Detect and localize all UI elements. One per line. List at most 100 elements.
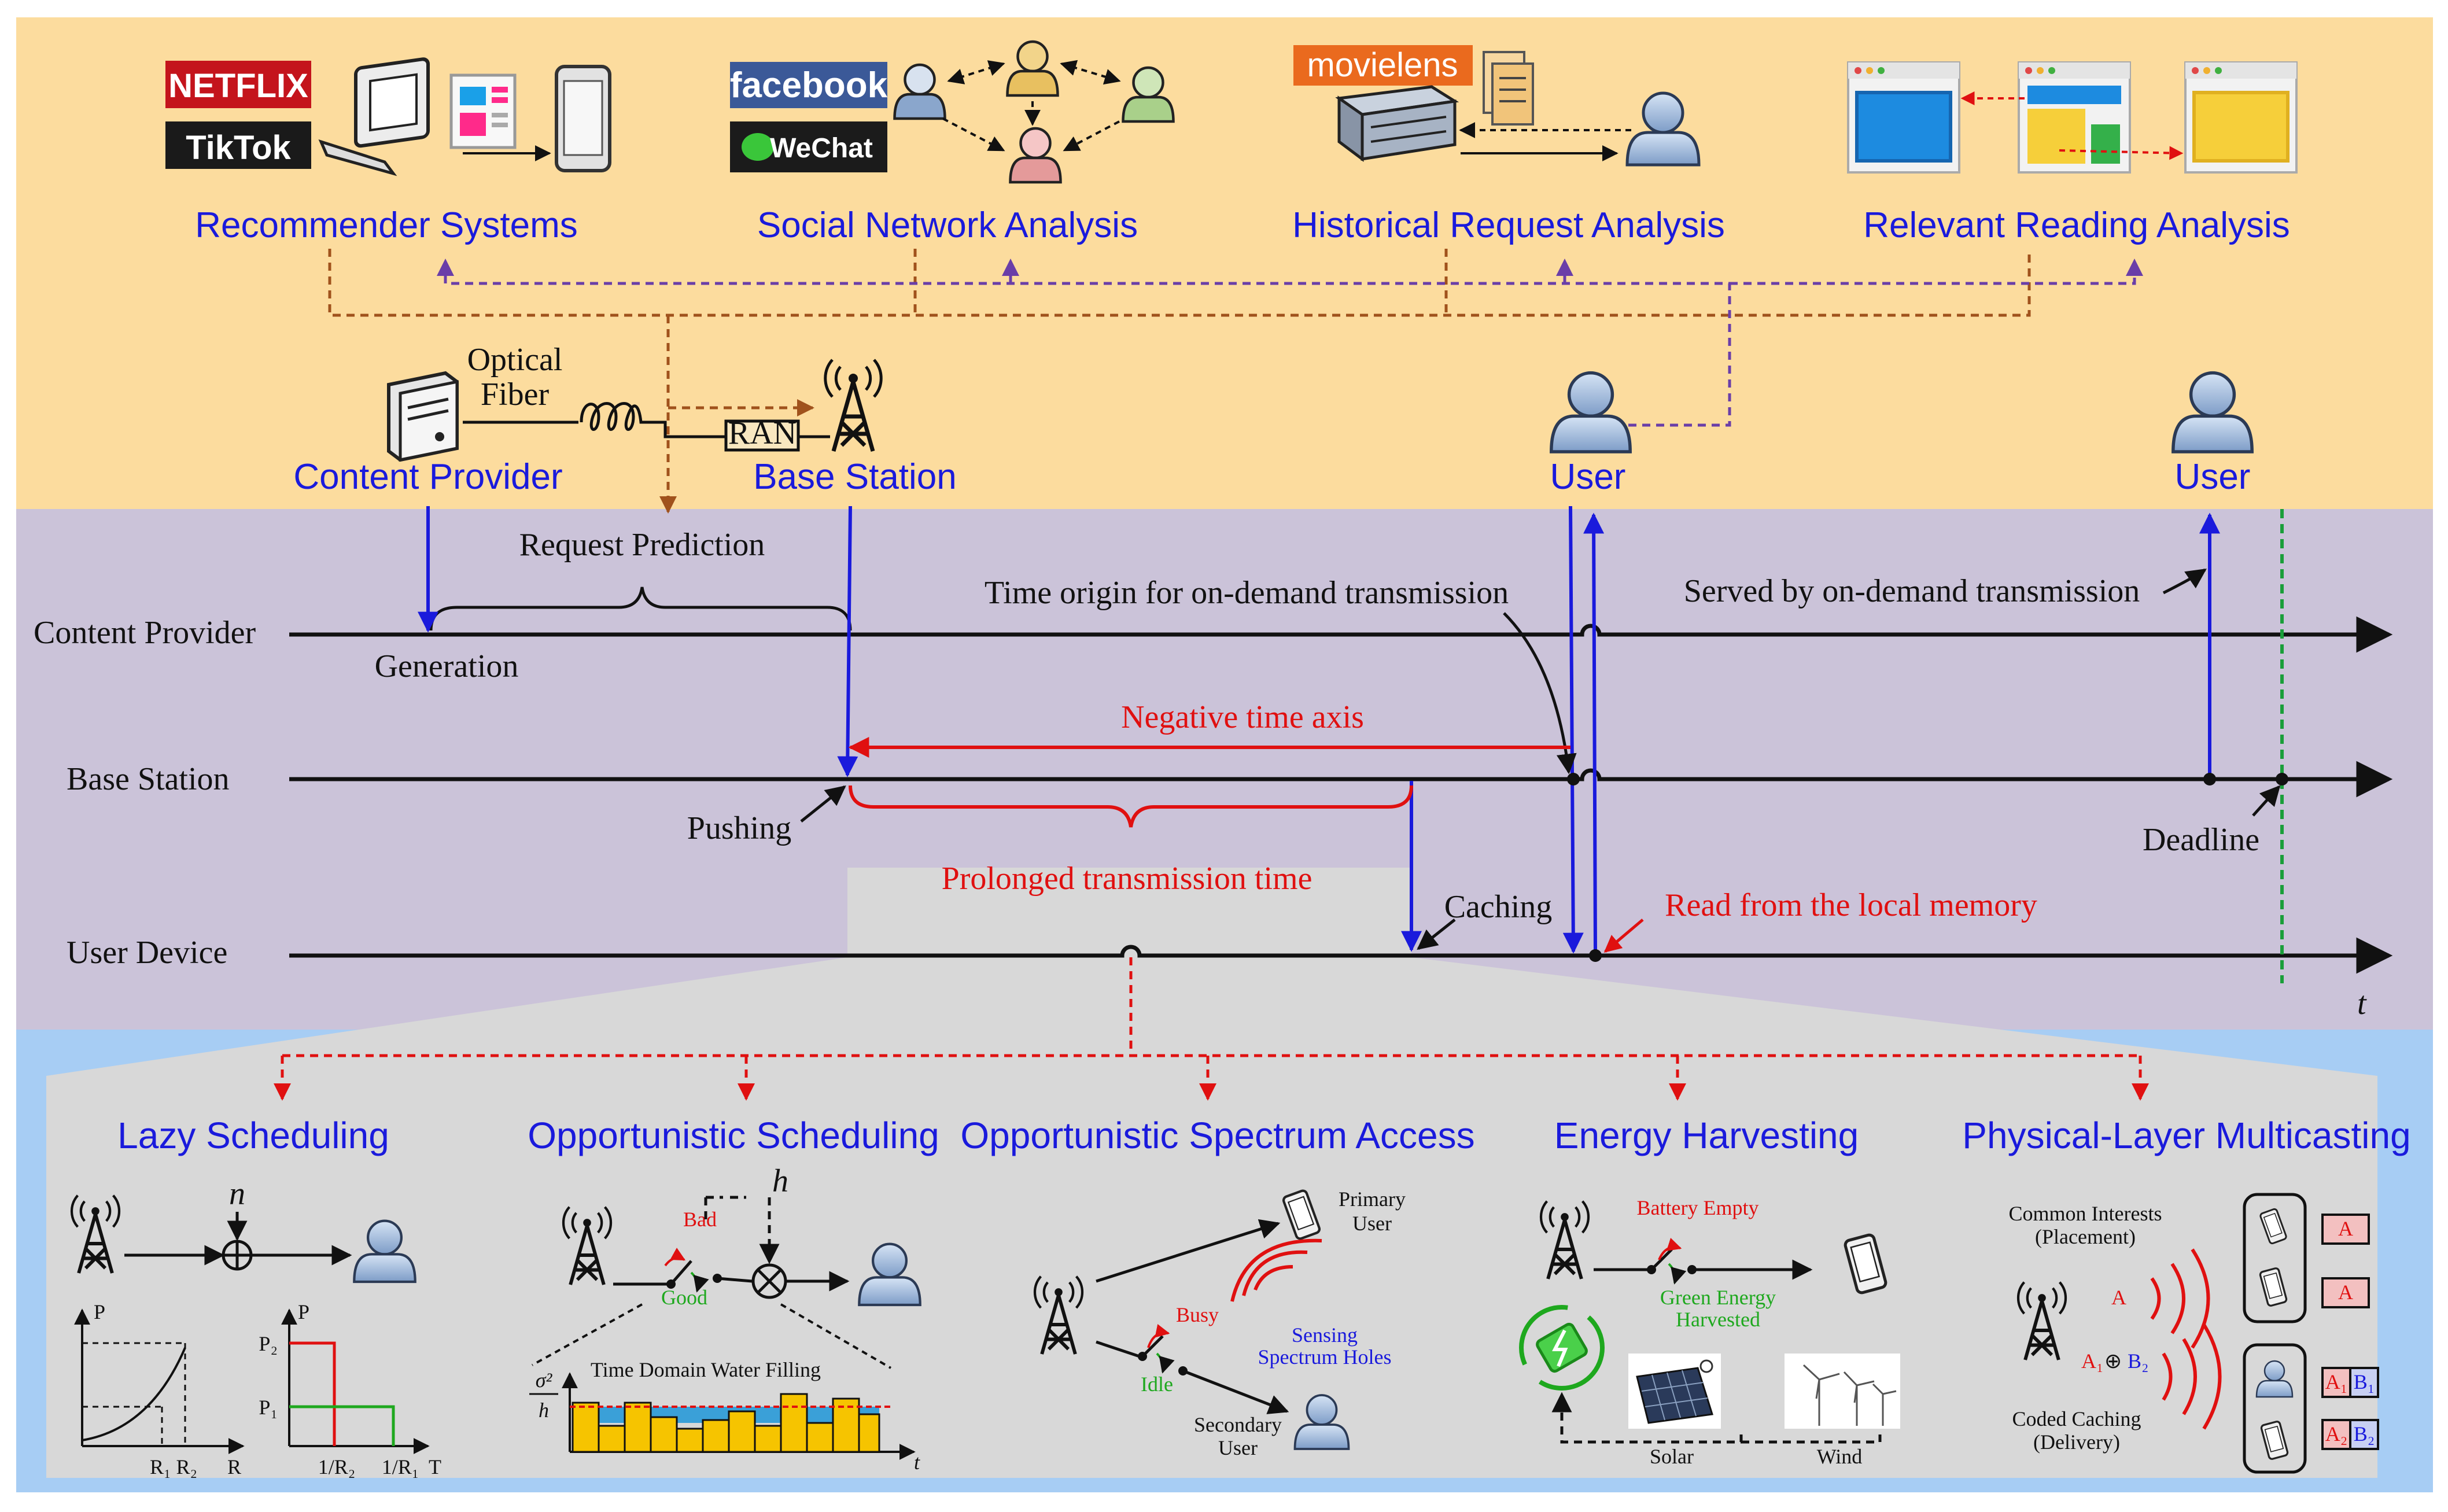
timeline-axes [289, 616, 2393, 974]
prolonged-brace [849, 785, 1413, 828]
osa-primary-arrow [1096, 1219, 1281, 1283]
movielens-logo-text: movielens [1307, 46, 1458, 84]
server-rack-icon [1335, 85, 1459, 162]
generation-label: Generation [375, 648, 519, 684]
lazy-p-axis-label: P [94, 1300, 105, 1323]
opportunistic-scheduling-label: Opportunistic Scheduling [528, 1115, 939, 1156]
solar-panel-icon [1628, 1354, 1721, 1429]
reading-page-right-icon [2184, 61, 2298, 174]
relevant-reading-label: Relevant Reading Analysis [1863, 205, 2290, 245]
read-local-pointer [1603, 919, 1644, 953]
wind-label: Wind [1817, 1445, 1863, 1468]
osa-switch-blade [1141, 1335, 1164, 1358]
mc-placement-label: (Placement) [2035, 1225, 2136, 1248]
deadline-dot-2 [2276, 773, 2288, 785]
opp-bad-label: Bad [683, 1208, 717, 1231]
mc-cache-box-a1 [2321, 1214, 2370, 1245]
time-origin-pointer [1503, 612, 1577, 775]
osa-primary-user-label: User [1352, 1212, 1392, 1235]
mc-a1-label: A₁ [2081, 1349, 2104, 1373]
osa-holes-label: Spectrum Holes [1258, 1345, 1392, 1369]
tiktok-logo-text: TikTok [186, 129, 291, 167]
eh-green-energy-label: Green Energy [1660, 1286, 1776, 1309]
time-origin-label: Time origin for on-demand transmission [985, 575, 1509, 611]
user1-label: User [1550, 457, 1626, 497]
mc-coded-caching-label: Coded Caching [2012, 1407, 2141, 1430]
wechat-logo-text: WeChat [770, 133, 873, 164]
mc-cache-box-B2 [2349, 1419, 2379, 1450]
pushing-pointer [800, 785, 846, 823]
lazy-p1-label: P₁ [259, 1396, 278, 1419]
movielens-logo [1293, 45, 1473, 86]
deadline-pointer [2252, 785, 2281, 817]
lazy-p2-label: P₂ [259, 1332, 278, 1355]
eh-battery-empty-label: Battery Empty [1637, 1196, 1759, 1219]
mc-cache-a2-text: A [2338, 1281, 2353, 1304]
netflix-logo [165, 61, 311, 108]
water-h-label: h [539, 1399, 549, 1422]
reading-page-center-icon [2018, 61, 2131, 174]
lazy-p-axis-label-2: P [298, 1300, 309, 1323]
spectrum-access-label: Opportunistic Spectrum Access [960, 1115, 1474, 1156]
pushing-label: Pushing [687, 810, 792, 846]
blue-transmission-lines [418, 506, 2220, 954]
mc-cache-a1-text: A [2338, 1217, 2353, 1240]
netflix-logo-text: NETFLIX [168, 67, 308, 105]
fiber-label: Fiber [481, 377, 550, 412]
lazy-inv-r2-label: 1/R₂ [318, 1455, 356, 1478]
water-filling-plot [532, 1303, 916, 1460]
mc-a-label: A [2111, 1286, 2126, 1309]
osa-primary-label: Primary [1339, 1188, 1406, 1211]
social-user-left-icon [893, 63, 946, 120]
solar-label: Solar [1650, 1445, 1694, 1468]
eh-battery-recycle-icon [1519, 1305, 1605, 1391]
mc-cache-A1-text: A₁ [2325, 1370, 2348, 1393]
osa-wire-1 [1096, 1340, 1140, 1358]
osa-secondary-arrow [1182, 1369, 1289, 1414]
lazy-power-rate-plot [74, 1308, 245, 1454]
lazy-scheduling-label: Lazy Scheduling [117, 1115, 389, 1156]
mc-cache-box-B1 [2349, 1367, 2379, 1398]
time-axis-t-label: t [2357, 986, 2367, 1021]
caching-label: Caching [1444, 889, 1553, 925]
ran-label: RAN [728, 415, 797, 451]
opp-good-arc [690, 1271, 709, 1293]
reading-page-left-icon [1847, 61, 1960, 174]
eh-green-arc [1668, 1263, 1687, 1285]
purple-feedback-lines [437, 259, 2143, 427]
served-label: Served by on-demand transmission [1684, 573, 2140, 609]
recommender-systems-label: Recommender Systems [195, 205, 578, 245]
opp-wire-mid [717, 1277, 753, 1283]
mc-cache-B1-text: B₁ [2354, 1370, 2375, 1393]
osa-signal-waves [1230, 1238, 1322, 1302]
lazy-power-time-plot [281, 1308, 430, 1454]
served-pointer [2162, 568, 2207, 595]
water-filling-title: Time Domain Water Filling [591, 1358, 821, 1381]
row-label-content-provider: Content Provider [34, 615, 256, 651]
osa-busy-arc [1147, 1324, 1170, 1348]
lazy-inv-r1-label: 1/R₁ [382, 1455, 419, 1478]
read-local-label: Read from the local memory [1665, 887, 2037, 923]
row-label-base-station: Base Station [67, 761, 230, 797]
smartphone-icon [555, 65, 611, 172]
mc-bottom-device-frame [2243, 1343, 2307, 1474]
computer-icon [318, 57, 430, 176]
historical-request-label: Historical Request Analysis [1292, 205, 1725, 245]
energy-harvesting-label: Energy Harvesting [1554, 1115, 1859, 1156]
eh-empty-arc [1658, 1237, 1682, 1260]
opp-good-label: Good [661, 1286, 707, 1309]
social-user-right-icon [1122, 66, 1175, 123]
eh-harvested-label: Harvested [1676, 1308, 1760, 1331]
negative-time-axis-label: Negative time axis [1121, 699, 1364, 735]
social-network-label: Social Network Analysis [757, 205, 1138, 245]
read-dot [1589, 949, 1602, 962]
origin-dot [1567, 773, 1580, 785]
lazy-r1r2-label: R₁ R₂ [150, 1455, 197, 1478]
content-provider-label: Content Provider [293, 457, 562, 497]
facebook-logo-text: facebook [730, 65, 888, 105]
osa-busy-label: Busy [1176, 1303, 1219, 1326]
multicasting-label: Physical-Layer Multicasting [1962, 1115, 2410, 1156]
mc-top-device-frame [2243, 1193, 2307, 1323]
ran-box [724, 419, 800, 452]
social-graph-edges [942, 60, 1121, 152]
